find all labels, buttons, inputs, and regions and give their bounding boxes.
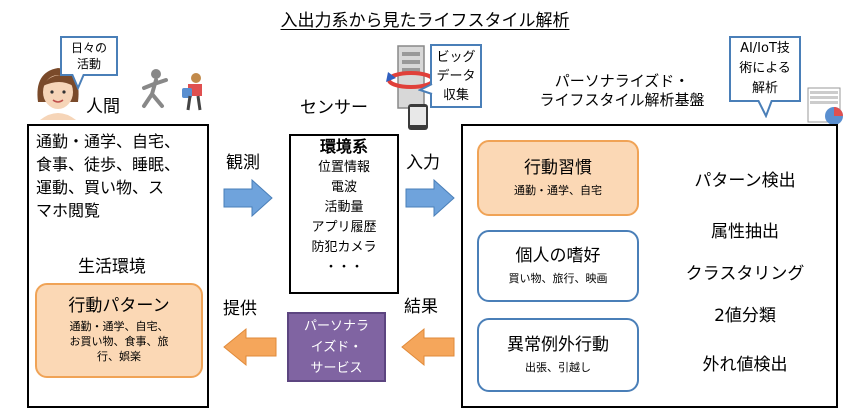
category-anomaly-box: 異常例外行動 出張、引越し	[477, 318, 639, 392]
input-label: 入力	[406, 153, 440, 173]
daily-activity-callout: 日々の 活動	[60, 36, 118, 76]
callout-line: AI/IoT技	[740, 41, 790, 56]
category-sub: 買い物、旅行、映画	[508, 272, 608, 285]
callout-tail	[418, 83, 433, 95]
category-title: 行動習慣	[524, 158, 592, 178]
environment-title: 環境系	[319, 137, 368, 156]
callout-tail	[71, 74, 85, 90]
pattern-line: 通勤・通学、自宅、	[69, 320, 169, 333]
analysis-chart-icon	[807, 87, 843, 125]
service-line: パーソナラ	[303, 319, 369, 334]
activity-figures-icon	[142, 69, 202, 111]
behavior-pattern-title: 行動パターン	[68, 296, 170, 316]
big-data-callout: ビッグ データ 収集	[430, 44, 482, 108]
pattern-line: 行、娯楽	[97, 350, 141, 363]
behavior-pattern-details: 通勤・通学、自宅、 お買い物、食事、旅 行、娯楽	[37, 319, 201, 364]
platform-heading-line: パーソナライズド・	[554, 72, 690, 90]
human-label: 人間	[86, 97, 120, 117]
method-attribute-extraction: 属性抽出	[711, 222, 779, 242]
callout-line: 日々の	[70, 41, 107, 55]
category-sub: 出張、引越し	[525, 361, 591, 374]
environment-item: アプリ履歴	[311, 220, 377, 235]
activity-line: 食事、徒歩、睡眠、	[36, 155, 181, 174]
callout-line: ビッグ	[436, 50, 476, 65]
living-environment-label: 生活環境	[78, 257, 146, 277]
environment-item: 活動量	[324, 200, 364, 215]
ai-iot-callout: AI/IoT技 術による 解析	[729, 36, 801, 102]
platform-heading-line: ライフスタイル解析基盤	[539, 91, 705, 109]
service-line: サービス	[310, 361, 363, 376]
method-binary-classification: 2値分類	[714, 306, 776, 326]
provide-arrow	[223, 327, 277, 367]
callout-line: 活動	[76, 57, 101, 71]
category-sub: 通勤・通学、自宅	[514, 184, 602, 197]
person-icon	[37, 68, 79, 120]
environment-box	[289, 134, 399, 294]
category-title: 異常例外行動	[507, 335, 609, 355]
method-outlier-detection: 外れ値検出	[702, 355, 788, 375]
diagram-title: 入出力系から見たライフスタイル解析	[280, 11, 570, 31]
observe-label: 観測	[226, 153, 260, 173]
callout-line: 収集	[442, 88, 469, 103]
activity-line: マホ閲覧	[36, 201, 101, 220]
input-arrow	[405, 178, 455, 218]
environment-item: ・・・	[324, 260, 364, 275]
result-label: 結果	[404, 297, 438, 317]
observe-arrow	[223, 178, 273, 218]
method-clustering: クラスタリング	[685, 264, 805, 284]
environment-item: 電波	[330, 180, 357, 195]
callout-line: データ	[436, 69, 476, 84]
environment-list: 環境系 位置情報 電波 活動量 アプリ履歴 防犯カメラ ・・・	[289, 136, 399, 278]
platform-heading: パーソナライズド・ ライフスタイル解析基盤	[492, 72, 752, 110]
category-title: 個人の嗜好	[515, 246, 601, 266]
personalized-service-box: パーソナラ イズド・ サービス	[287, 312, 386, 382]
method-pattern-detection: パターン検出	[694, 171, 796, 191]
pattern-line: お買い物、食事、旅	[69, 335, 169, 348]
environment-item: 防犯カメラ	[311, 240, 377, 255]
category-preference-box: 個人の嗜好 買い物、旅行、映画	[477, 230, 639, 302]
activity-line: 通勤・通学、自宅、	[36, 132, 181, 151]
callout-line: 解析	[751, 81, 778, 96]
server-icon	[386, 45, 435, 130]
provide-label: 提供	[223, 299, 257, 319]
activities-list: 通勤・通学、自宅、 食事、徒歩、睡眠、 運動、買い物、ス マホ閲覧	[36, 130, 180, 222]
callout-tail	[757, 100, 773, 118]
service-line: イズド・	[310, 340, 363, 355]
environment-item: 位置情報	[317, 160, 370, 175]
result-arrow	[401, 327, 455, 367]
sensor-label: センサー	[300, 98, 368, 118]
behavior-pattern-box: 行動パターン 通勤・通学、自宅、 お買い物、食事、旅 行、娯楽	[35, 283, 203, 378]
category-habit-box: 行動習慣 通勤・通学、自宅	[477, 140, 639, 216]
callout-line: 術による	[739, 61, 791, 76]
activity-line: 運動、買い物、ス	[36, 178, 165, 197]
